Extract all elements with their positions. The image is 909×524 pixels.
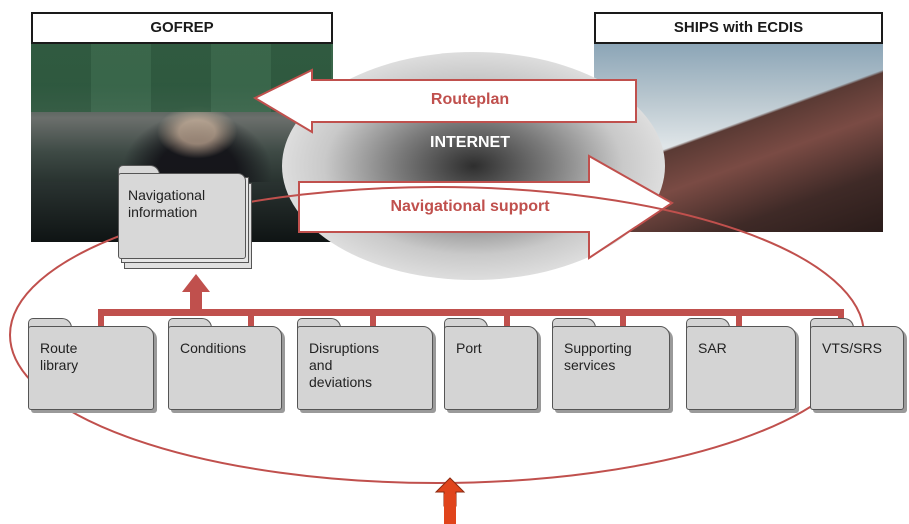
navsupport-label: Navigational support [390, 198, 550, 215]
up-arrow-head [182, 274, 210, 292]
nav-info-label: Navigational information [128, 187, 206, 220]
connector-stub [98, 309, 104, 331]
routeplan-label: Routeplan [430, 91, 510, 108]
folder-label: Disruptions and deviations [309, 340, 380, 390]
folder-label: Route library [40, 340, 79, 373]
up-arrow-shaft [190, 288, 202, 310]
folder-vts-srs: VTS/SRS [810, 318, 904, 410]
connector-stub [620, 309, 626, 331]
nav-info-folder: Navigational information [118, 165, 252, 269]
folder-label: SAR [698, 340, 727, 356]
connector-bar [100, 309, 842, 316]
folder-label: Port [456, 340, 482, 356]
folder-label: VTS/SRS [822, 340, 882, 356]
connector-stub [504, 309, 510, 331]
routeplan-arrow [252, 68, 637, 134]
ships-title: SHIPS with ECDIS [673, 19, 804, 36]
connector-stub [736, 309, 742, 331]
folder-label: Supporting services [564, 340, 632, 373]
folder-route-library: Route library [28, 318, 154, 410]
folder-label: Conditions [180, 340, 247, 356]
ships-title-box: SHIPS with ECDIS [594, 12, 883, 44]
internet-label: INTERNET [430, 134, 510, 151]
gofrep-title-box: GOFREP [31, 12, 333, 44]
folder-conditions: Conditions [168, 318, 282, 410]
navsupport-arrow [298, 154, 674, 260]
connector-stub [370, 309, 376, 331]
folder-disruptions: Disruptions and deviations [297, 318, 433, 410]
folder-port: Port [444, 318, 538, 410]
connector-stub [248, 309, 254, 331]
bottom-up-arrow-shaft [444, 494, 456, 524]
gofrep-title: GOFREP [150, 19, 214, 36]
folder-sar: SAR [686, 318, 796, 410]
folder-supporting-services: Supporting services [552, 318, 670, 410]
